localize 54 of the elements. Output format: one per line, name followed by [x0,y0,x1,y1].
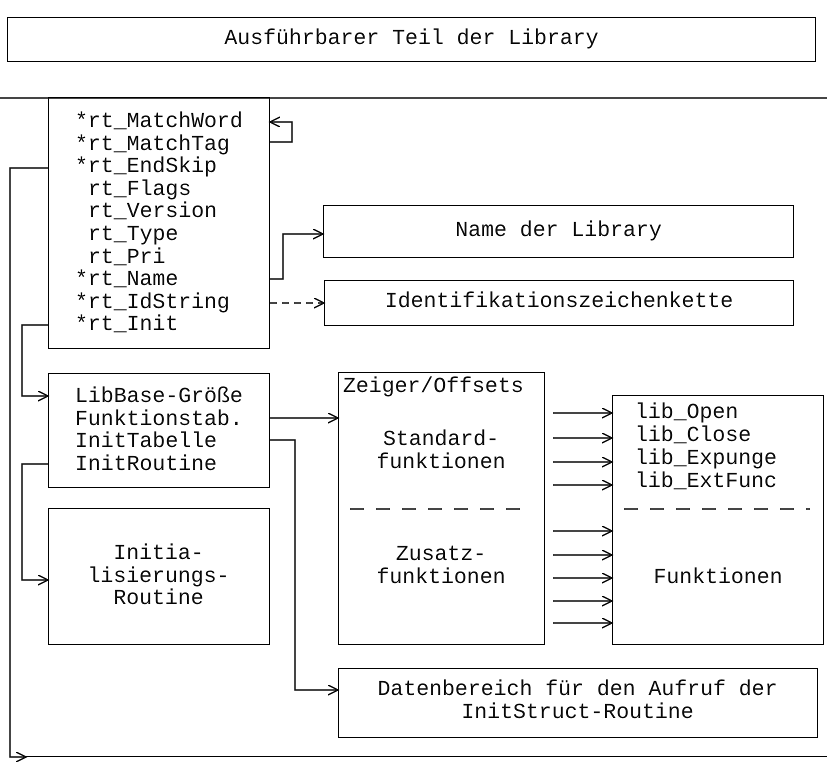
box-text: LibBase-Größe [75,386,243,409]
box-text: Funktionstab. [75,408,243,432]
arrow [553,595,613,607]
box-text: lib_ExtFunc [635,471,777,494]
structure-box [48,97,270,349]
field-name: rt_Flags [88,178,192,202]
arrow [553,456,613,468]
box-text: Name der Library [454,220,663,242]
box-text: Identifikationszeichenkette [384,291,734,314]
box-text: InitRoutine [75,454,217,476]
box-text: InitTabelle [75,431,217,454]
arrow [553,549,613,561]
arrow [9,167,48,762]
id-string-box [324,280,794,326]
column-heading: Zeiger/Offsets [343,376,524,399]
field-name: rt_Version [88,201,218,224]
arrow [553,525,613,537]
field-name: rt_Type [88,224,178,247]
box-text: lib_Close [635,425,752,448]
field-name: *rt_Name [75,269,178,292]
box-text: Standard- funktionen [375,429,507,474]
arrow [553,479,613,491]
box-text: lib_Open [635,402,738,425]
box-text: Funktionen [652,567,784,590]
arrow [553,572,613,584]
field-name: *rt_MatchTag [75,134,230,156]
data-area-box [338,668,818,738]
end-line [26,756,827,758]
function-box [612,395,824,645]
title-box [7,17,816,62]
arrow [270,228,324,280]
arrow [270,297,325,309]
arrow [270,412,339,424]
box-text: Datenbereich für den Aufruf der InitStruct-Routine [376,679,778,724]
arrow [553,617,613,629]
arrow [21,463,49,586]
box-text: Initia- lisierungs- Routine [86,543,230,611]
field-name: *rt_EndSkip [75,156,217,179]
arrow [553,407,613,419]
name-box [323,205,794,258]
box-text: lib_Expunge [635,448,777,471]
pointer-table-box [338,372,545,645]
box-text: Zusatz- funktionen [375,544,507,590]
arrow [21,324,49,402]
arrow [553,432,613,444]
field-name: *rt_Init [75,314,178,337]
arrow [269,116,293,143]
field-name: rt_Pri [88,246,166,270]
routine-box [48,508,270,645]
init-table-box [48,373,270,488]
field-name: *rt_MatchWord [75,111,243,134]
arrow [270,439,339,696]
box-text: Ausführbarer Teil der Library [223,28,600,51]
field-name: *rt_IdString [75,292,230,314]
